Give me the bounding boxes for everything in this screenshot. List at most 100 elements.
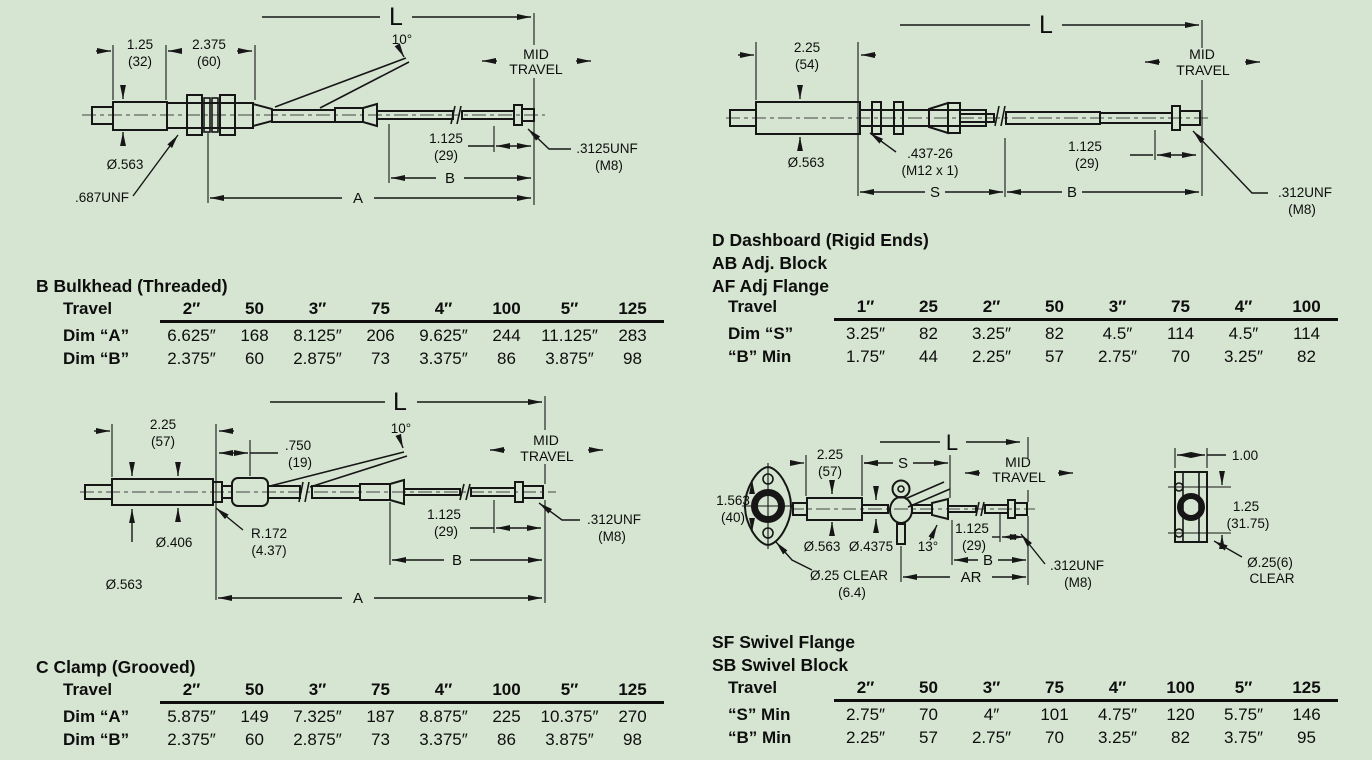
mid-travel-label: MID bbox=[1189, 46, 1215, 62]
table-cell: 3.75″ bbox=[1223, 728, 1264, 747]
cable-outline bbox=[790, 479, 1035, 545]
col-header: 75 bbox=[349, 679, 412, 704]
row-label: Dim “A” bbox=[63, 707, 130, 726]
table-cell: 270 bbox=[618, 707, 647, 726]
table-title: AB Adj. Block bbox=[712, 253, 828, 273]
dim-label: .750 bbox=[285, 438, 311, 453]
table-cell: 73 bbox=[371, 730, 390, 749]
mid-travel-label: TRAVEL bbox=[992, 469, 1046, 485]
col-header: 100 bbox=[475, 679, 538, 704]
table-cell: 57 bbox=[919, 728, 938, 747]
table-cell: 2.875″ bbox=[293, 730, 342, 749]
table-cell: 11.125″ bbox=[541, 326, 598, 345]
dim-label: 2.25 bbox=[150, 417, 176, 432]
table-cell: 9.625″ bbox=[419, 326, 468, 345]
table-cell: 225 bbox=[492, 707, 521, 726]
dim-label: (31.75) bbox=[1227, 516, 1270, 531]
dashboard-table: D Dashboard (Rigid Ends) AB Adj. Block A… bbox=[712, 229, 1338, 367]
col-header: 3″ bbox=[1086, 296, 1149, 321]
row-label: “B” Min bbox=[728, 347, 792, 366]
angle-label: 10° bbox=[391, 421, 411, 436]
table-cell: 10.375″ bbox=[540, 707, 599, 726]
thread-callout: .312UNF bbox=[1050, 558, 1104, 573]
diameter-label: Ø.563 bbox=[804, 539, 841, 554]
table-cell: 82 bbox=[919, 324, 938, 343]
col-header: 50 bbox=[1023, 296, 1086, 321]
table-cell: 5.875″ bbox=[167, 707, 216, 726]
dim-label: L bbox=[946, 430, 958, 455]
table-cell: 98 bbox=[623, 349, 642, 368]
table-title: C Clamp (Grooved) bbox=[36, 657, 196, 677]
table-cell: 2.375″ bbox=[167, 730, 216, 749]
table-cell: 3.25″ bbox=[845, 324, 886, 343]
clearance-label: CLEAR bbox=[1249, 571, 1294, 586]
diameter-label: Ø.563 bbox=[788, 155, 825, 170]
dim-label: (57) bbox=[151, 434, 175, 449]
dim-label: L bbox=[393, 388, 407, 416]
dim-label: S bbox=[930, 184, 940, 201]
col-header: 100 bbox=[475, 298, 538, 323]
dim-label: (32) bbox=[128, 54, 152, 69]
table-cell: 187 bbox=[366, 707, 395, 726]
mid-travel-label: TRAVEL bbox=[1176, 62, 1230, 78]
dim-label: 2.25 bbox=[817, 447, 843, 462]
diameter-label: Ø.563 bbox=[107, 157, 144, 172]
table-cell: 168 bbox=[240, 326, 269, 345]
table-cell: 82 bbox=[1045, 324, 1064, 343]
col-header: 3″ bbox=[960, 677, 1023, 702]
dim-label: 1.125 bbox=[427, 507, 461, 522]
col-header: 75 bbox=[1023, 677, 1086, 702]
table-cell: 86 bbox=[497, 349, 516, 368]
radius-label: R.172 bbox=[251, 526, 287, 541]
table-cell: 60 bbox=[245, 730, 264, 749]
col-header: 3″ bbox=[286, 679, 349, 704]
flange-end-view bbox=[742, 463, 794, 549]
dim-label: L bbox=[389, 3, 403, 31]
diameter-label: Ø.406 bbox=[156, 535, 193, 550]
clamp-table: C Clamp (Grooved) Travel 2″ 50 3″ 75 4″ … bbox=[36, 656, 664, 750]
dim-label: B bbox=[445, 170, 455, 187]
col-header: 100 bbox=[1275, 296, 1338, 321]
thread-callout: .312UNF bbox=[1278, 185, 1332, 200]
thread-callout: .312UNF bbox=[587, 512, 641, 527]
col-header: 50 bbox=[223, 298, 286, 323]
table-cell: 149 bbox=[240, 707, 269, 726]
col-header: 4″ bbox=[1086, 677, 1149, 702]
row-header: Travel bbox=[63, 680, 113, 699]
thread-callout: .3125UNF bbox=[576, 141, 638, 156]
row-label: Dim “B” bbox=[63, 349, 130, 368]
table-title: AF Adj Flange bbox=[712, 276, 829, 296]
col-header: 2″ bbox=[160, 298, 223, 323]
row-label: Dim “B” bbox=[63, 730, 130, 749]
table-cell: 4.5″ bbox=[1102, 324, 1133, 343]
table-cell: 2.75″ bbox=[971, 728, 1012, 747]
clearance-label: (6.4) bbox=[838, 585, 866, 600]
table-cell: 3.25″ bbox=[1097, 728, 1138, 747]
col-header: 50 bbox=[897, 677, 960, 702]
diameter-label: Ø.4375 bbox=[849, 539, 893, 554]
col-header: 75 bbox=[1149, 296, 1212, 321]
thread-callout: .687UNF bbox=[75, 190, 129, 205]
table-cell: 4.75″ bbox=[1097, 705, 1138, 724]
col-header: 125 bbox=[601, 679, 664, 704]
table-title: D Dashboard (Rigid Ends) bbox=[712, 230, 929, 250]
dim-label: 1.125 bbox=[955, 521, 989, 536]
dim-label: (19) bbox=[288, 455, 312, 470]
thread-callout: (M8) bbox=[1288, 202, 1316, 217]
row-header: Travel bbox=[728, 678, 778, 697]
col-header: 1″ bbox=[834, 296, 897, 321]
table-cell: 70 bbox=[1171, 347, 1190, 366]
table-cell: 82 bbox=[1297, 347, 1316, 366]
dim-label: L bbox=[1039, 11, 1053, 39]
dim-label: 1.563 bbox=[716, 493, 750, 508]
clamp-grooved-drawing: L 2.25 (57) .750 (19) 10° MID TRAVEL Ø.4… bbox=[80, 388, 641, 607]
table-cell: 57 bbox=[1045, 347, 1064, 366]
table-cell: 95 bbox=[1297, 728, 1316, 747]
table-cell: 44 bbox=[919, 347, 938, 366]
row-header: Travel bbox=[63, 299, 113, 318]
bulkhead-threaded-drawing: L 1.25 (32) 2.375 (60) 10° MID TRAVEL 1.… bbox=[75, 3, 638, 207]
radius-label: (4.37) bbox=[251, 543, 286, 558]
dim-label: (29) bbox=[1075, 156, 1099, 171]
table-cell: 114 bbox=[1166, 324, 1195, 343]
